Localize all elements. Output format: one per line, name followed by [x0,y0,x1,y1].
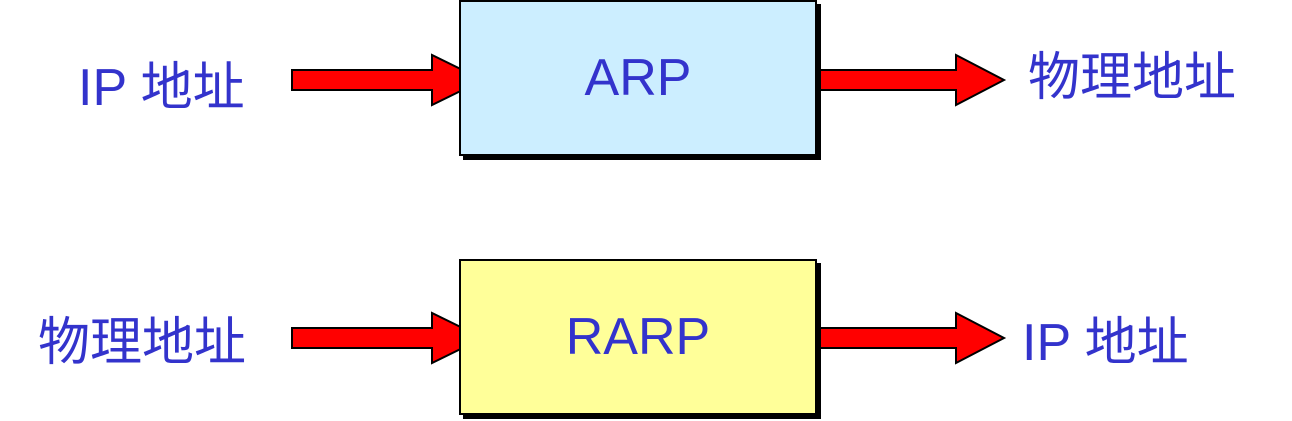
rarp-input-arrow [291,311,486,365]
arp-input-arrow-shape [291,53,486,107]
arp-input-label: IP 地址 [78,59,245,117]
arp-process-label: ARP [584,49,692,107]
rarp-input-arrow-shape [291,311,486,365]
arp-process-box: ARP [459,0,817,156]
arp-output-arrow-shape [819,53,1007,107]
rarp-process-box: RARP [459,259,817,415]
rarp-output-label: IP 地址 [1022,314,1189,372]
rarp-output-arrow-shape [819,311,1007,365]
arp-output-label: 物理地址 [1028,49,1237,107]
rarp-input-label: 物理地址 [38,314,247,372]
arp-output-arrow [819,53,1007,107]
rarp-process-label: RARP [565,308,711,366]
arp-input-arrow [291,53,486,107]
rarp-output-arrow [819,311,1007,365]
